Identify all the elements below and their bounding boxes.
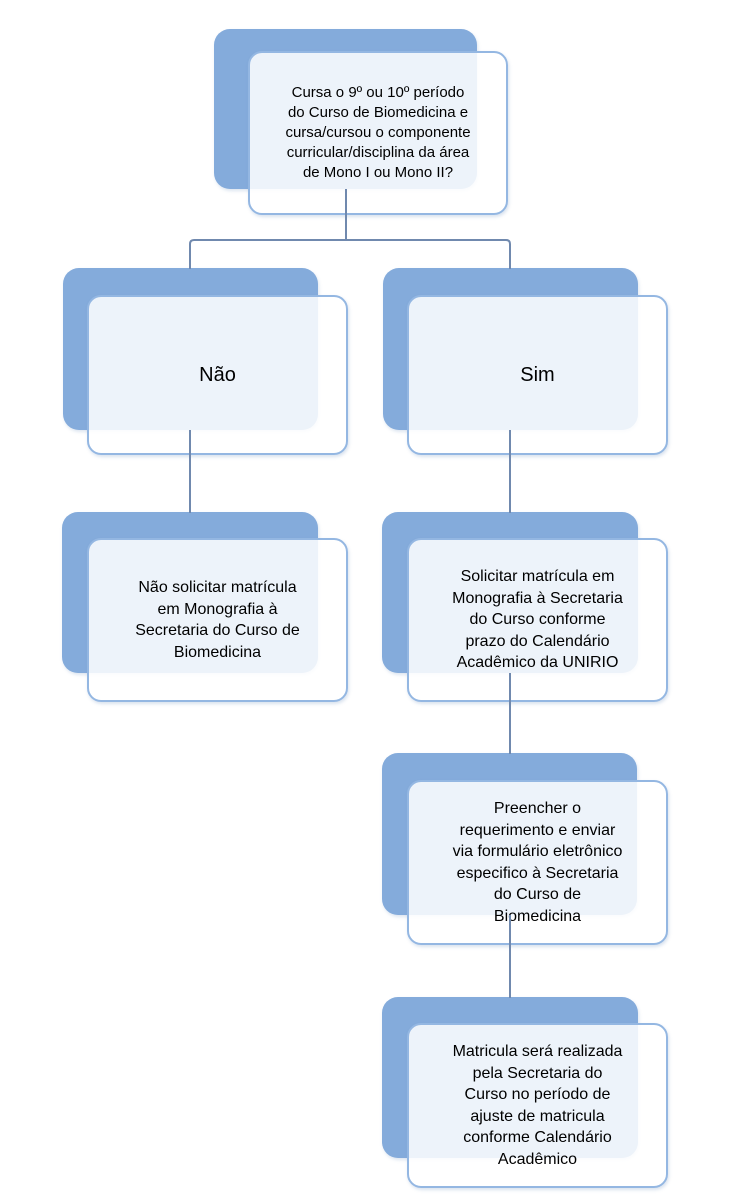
node-nao-solicitar-box (87, 538, 348, 702)
node-preencher-requerimento-label: Preencher o requerimento e enviar via fo… (452, 800, 623, 925)
node-sim-label: Sim (520, 364, 555, 386)
node-solicitar-matricula-label: Solicitar matrícula em Monografia à Secr… (452, 568, 623, 672)
node-sim-box (407, 295, 668, 455)
node-preencher-requerimento-box (407, 780, 668, 945)
node-matricula-realizada-box (407, 1023, 668, 1188)
node-nao-label: Não (199, 364, 236, 386)
node-nao-solicitar-label: Não solicitar matrícula em Monografia à … (135, 579, 300, 661)
connector-branch (189, 239, 511, 269)
node-question-box (248, 51, 508, 215)
node-nao-box (87, 295, 348, 455)
node-question-label: Cursa o 9º ou 10º período do Curso de Bi… (285, 84, 471, 181)
node-solicitar-matricula-box (407, 538, 668, 702)
node-matricula-realizada-label: Matricula será realizada pela Secretaria… (452, 1043, 623, 1168)
